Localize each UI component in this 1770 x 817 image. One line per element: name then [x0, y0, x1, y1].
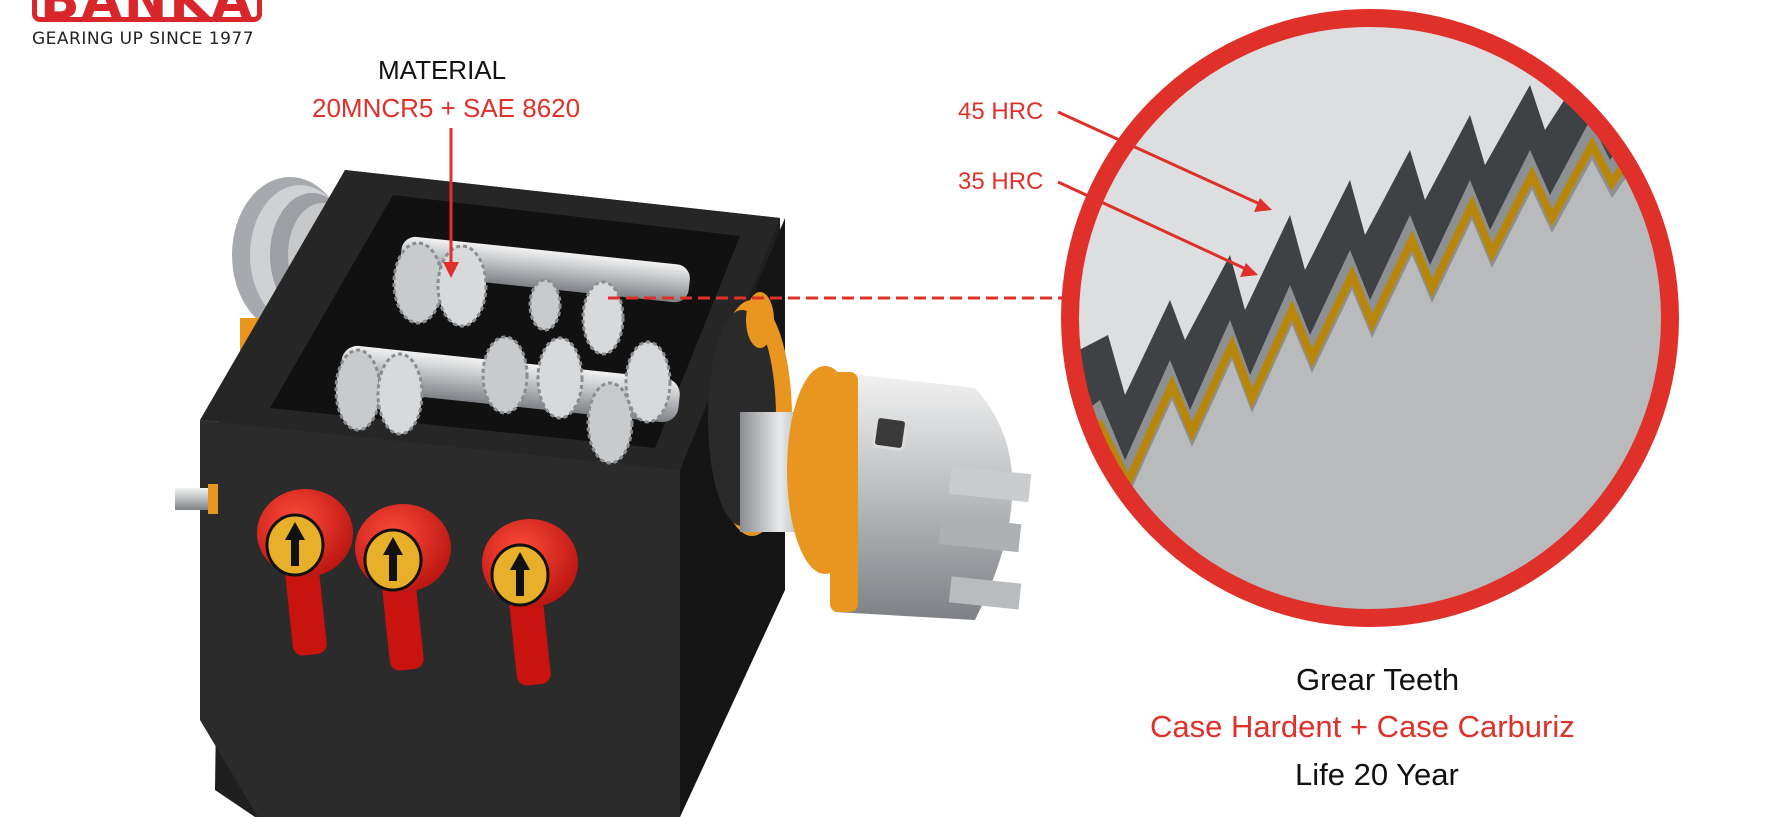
inner-gears	[334, 236, 690, 465]
brand-logo: BANKA	[32, 0, 262, 22]
callout-lines	[443, 110, 1272, 300]
hardness-inner-label: 35 HRC	[958, 168, 1044, 195]
gear-teeth-zoom	[1061, 9, 1679, 627]
shift-lever-2	[355, 504, 451, 671]
brand-tagline: GEARING UP SINCE 1977	[32, 29, 255, 49]
shift-lever-1	[257, 489, 353, 656]
caption-title: Grear Teeth	[1296, 662, 1460, 697]
caption-life: Life 20 Year	[1295, 757, 1459, 792]
shift-lever-3	[482, 519, 578, 686]
chuck-assembly	[708, 300, 1032, 620]
material-title: MATERIAL	[378, 55, 507, 85]
caption-treatment: Case Hardent + Case Carburiz	[1150, 709, 1575, 744]
hardness-outer-label: 45 HRC	[958, 98, 1044, 125]
brand-wordmark: BANKA	[37, 0, 257, 17]
shaft-stub	[175, 484, 218, 514]
material-value: 20MNCR5 + SAE 8620	[312, 93, 581, 123]
